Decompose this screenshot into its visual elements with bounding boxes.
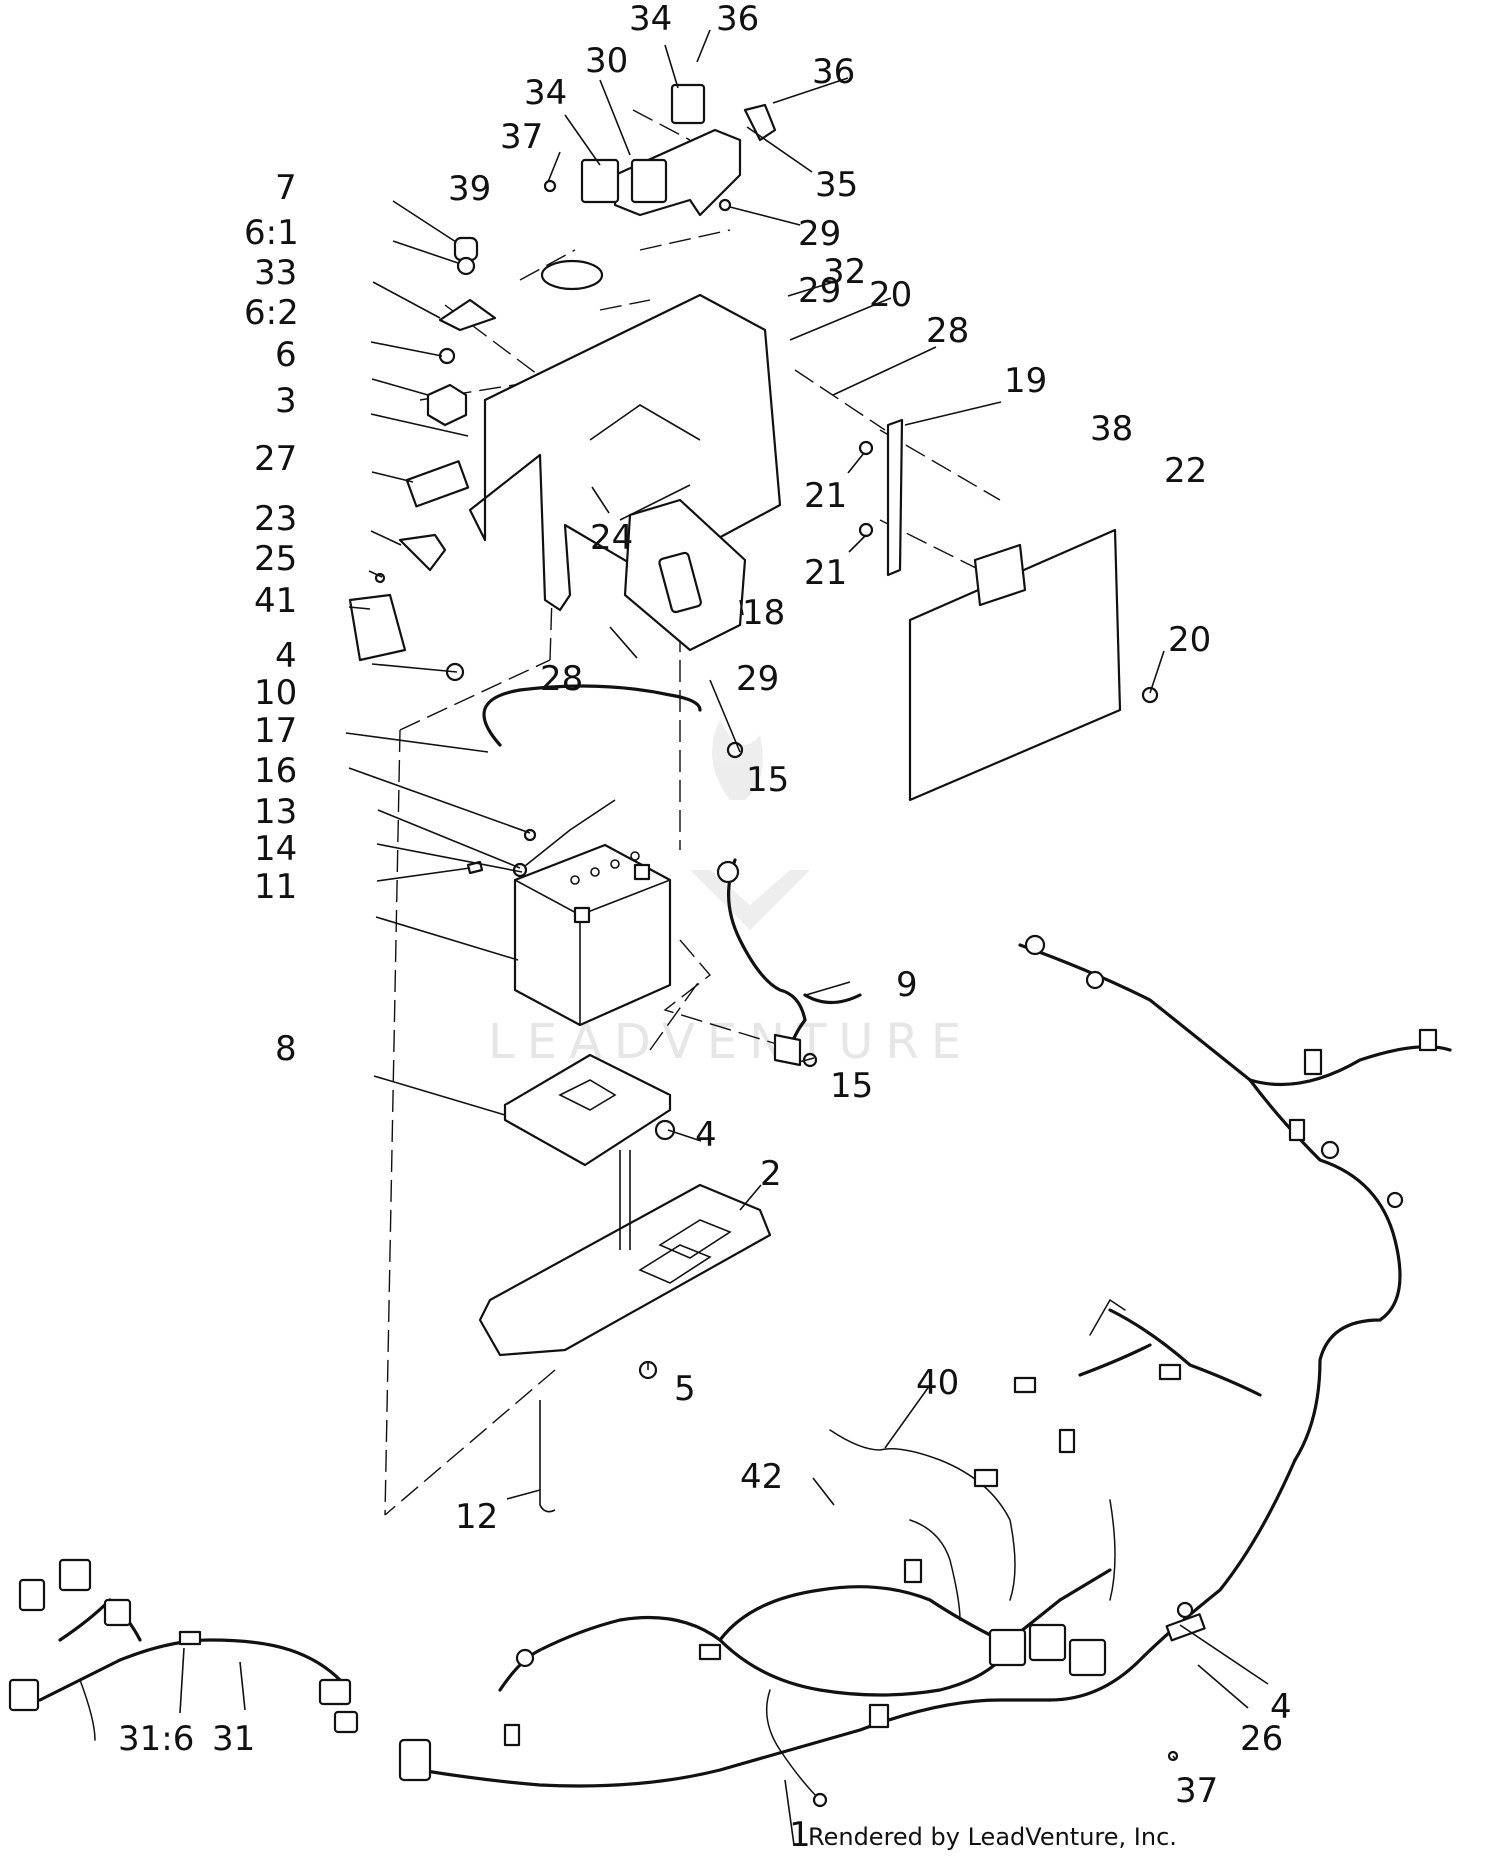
callout-6: 6 [275, 335, 297, 375]
callout-7: 7 [275, 168, 297, 208]
callout-19: 19 [1004, 361, 1047, 401]
battery-tray [503, 1053, 672, 1167]
callout-14: 14 [254, 829, 297, 869]
relay-bracket [543, 83, 777, 217]
watermark-logo [690, 720, 810, 930]
wire-harness-main [398, 1429, 1206, 1808]
callout-31: 31 [212, 1719, 255, 1759]
callout-25: 25 [254, 539, 297, 579]
side-cover [858, 418, 1159, 802]
callout-28-a: 28 [926, 311, 969, 351]
callout-31-6: 31:6 [118, 1719, 194, 1759]
callout-10: 10 [254, 673, 297, 713]
callout-36-right: 36 [812, 52, 855, 92]
callout-15-a: 15 [746, 760, 789, 800]
callout-18: 18 [742, 593, 785, 633]
callout-37-bottom: 37 [1175, 1771, 1218, 1811]
callout-37-top: 37 [500, 117, 543, 157]
callout-24: 24 [590, 518, 633, 558]
callout-6-2: 6:2 [244, 293, 299, 333]
callout-15-b: 15 [830, 1066, 873, 1106]
callout-36-top: 36 [716, 0, 759, 39]
callout-17: 17 [254, 711, 297, 751]
callout-11: 11 [254, 867, 297, 907]
callout-21-a: 21 [804, 476, 847, 516]
callout-26: 26 [1240, 1719, 1283, 1759]
callout-4-a: 4 [275, 636, 297, 676]
callout-29-a: 29 [798, 214, 841, 254]
callout-30: 30 [585, 41, 628, 81]
callout-16: 16 [254, 751, 297, 791]
callout-4-c: 4 [1270, 1687, 1292, 1727]
callout-12: 12 [455, 1497, 498, 1537]
callout-21-b: 21 [804, 553, 847, 593]
callout-8: 8 [275, 1029, 297, 1069]
controller-module [623, 498, 747, 652]
latch-and-decal [348, 533, 465, 682]
callout-35: 35 [815, 165, 858, 205]
footer-credit: Rendered by LeadVenture, Inc. [808, 1823, 1177, 1851]
wire-harness-left [8, 1558, 359, 1741]
battery-cables [466, 684, 862, 1068]
callout-22: 22 [1164, 451, 1207, 491]
callout-13: 13 [254, 792, 297, 832]
callout-6-1: 6:1 [244, 213, 299, 253]
key-switch-parts [426, 236, 604, 427]
callout-34-top: 34 [629, 0, 672, 39]
wire-harness-right [1013, 934, 1452, 1702]
callouts: 34 36 30 34 36 37 35 29 7 39 29 6:1 32 2… [118, 0, 1292, 1855]
battery [513, 843, 672, 1027]
callout-27: 27 [254, 439, 297, 479]
callout-3: 3 [275, 381, 297, 421]
watermark-text: LEADVENTURE [488, 1014, 973, 1070]
callout-5: 5 [674, 1369, 696, 1409]
callout-4-b: 4 [695, 1115, 717, 1155]
callout-34-left: 34 [524, 73, 567, 113]
base-plate [478, 1119, 772, 1513]
callout-32: 32 [823, 252, 866, 292]
callout-29-c: 29 [736, 659, 779, 699]
callout-42: 42 [740, 1457, 783, 1497]
callout-38: 38 [1090, 409, 1133, 449]
callout-40: 40 [916, 1363, 959, 1403]
callout-28-b: 28 [540, 659, 583, 699]
callout-2: 2 [760, 1154, 782, 1194]
callout-39: 39 [448, 169, 491, 209]
callout-23: 23 [254, 499, 297, 539]
callout-20-a: 20 [869, 275, 912, 315]
callout-33: 33 [254, 253, 297, 293]
callout-1: 1 [789, 1815, 811, 1855]
callout-41: 41 [254, 581, 297, 621]
callout-29-b: 29 [798, 271, 841, 311]
leader-lines [179, 29, 1269, 1846]
callout-20-b: 20 [1168, 620, 1211, 660]
callout-9: 9 [896, 965, 918, 1005]
